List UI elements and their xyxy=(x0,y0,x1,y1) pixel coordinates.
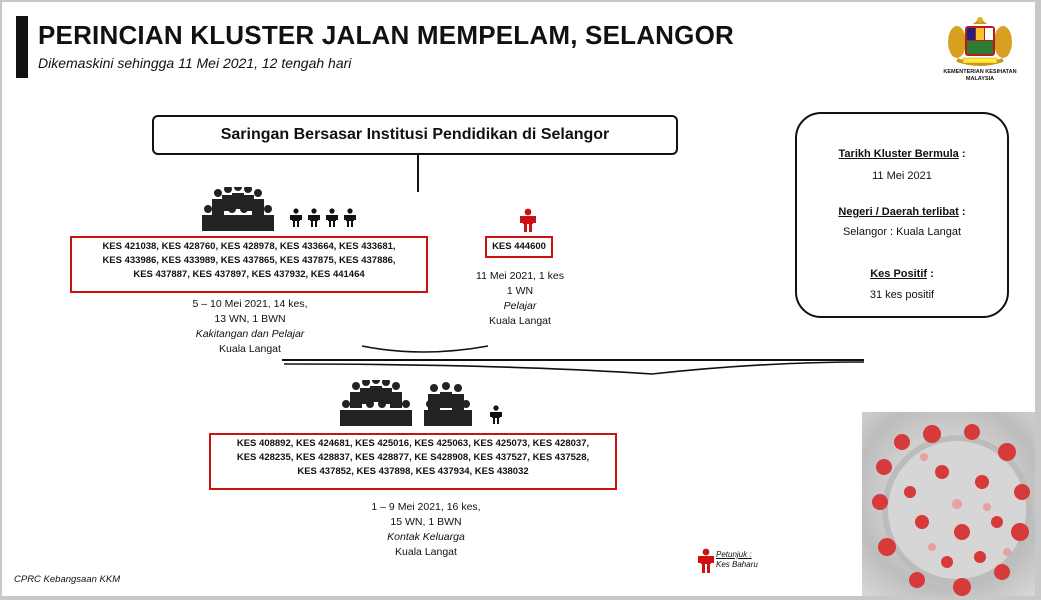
caption-group-a: 5 – 10 Mei 2021, 14 kes, 13 WN, 1 BWN Ka… xyxy=(150,297,350,357)
page-subtitle: Dikemaskini sehingga 11 Mei 2021, 12 ten… xyxy=(38,55,352,71)
virus-image xyxy=(862,412,1035,596)
page-title: PERINCIAN KLUSTER JALAN MEMPELAM, SELANG… xyxy=(38,20,734,50)
caption-category: Pelajar xyxy=(503,300,537,312)
info-positive-label: Kes Positif xyxy=(870,268,928,280)
case-list-group-c: KES 408892, KES 424681, KES 425016, KES … xyxy=(209,433,617,490)
case-list-group-a: KES 421038, KES 428760, KES 428978, KES … xyxy=(70,236,428,293)
red-person-icon xyxy=(698,548,714,573)
caption-nationality: 1 WN xyxy=(506,285,534,297)
case-line: KES 433986, KES 433989, KES 437865, KES … xyxy=(102,255,396,266)
info-state-row: Negeri / Daerah terlibat : xyxy=(797,206,1007,218)
caption-date: 1 – 9 Mei 2021, 16 kes, xyxy=(371,501,481,513)
caption-nationality: 15 WN, 1 BWN xyxy=(390,516,462,528)
crest-icon xyxy=(948,17,1012,66)
case-line: KES 444600 xyxy=(492,241,546,252)
case-line: KES 428235, KES 428837, KES 428877, KE S… xyxy=(236,452,590,463)
caption-district: Kuala Langat xyxy=(489,315,551,327)
logo-caption-line1: KEMENTERIAN KESIHATAN xyxy=(943,69,1017,75)
case-line: KES 437852, KES 437898, KES 437934, KES … xyxy=(297,466,529,477)
case-line: KES 437887, KES 437897, KES 437932, KES … xyxy=(133,269,365,280)
caption-district: Kuala Langat xyxy=(219,343,281,355)
caption-district: Kuala Langat xyxy=(395,546,457,558)
logo-caption-line2: MALAYSIA xyxy=(965,76,995,82)
info-colon: : xyxy=(961,148,966,160)
case-line: KES 421038, KES 428760, KES 428978, KES … xyxy=(102,241,396,252)
info-positive-value: 31 kes positif xyxy=(869,289,935,301)
case-line: KES 408892, KES 424681, KES 425016, KES … xyxy=(236,438,590,449)
legend-label: Kes Baharu xyxy=(716,560,758,569)
caption-group-c: 1 – 9 Mei 2021, 16 kes, 15 WN, 1 BWN Kon… xyxy=(326,500,526,560)
caption-category: Kakitangan dan Pelajar xyxy=(195,328,305,340)
info-start-row: Tarikh Kluster Bermula : xyxy=(797,148,1007,160)
info-start-label: Tarikh Kluster Bermula xyxy=(838,148,959,160)
case-list-group-b: KES 444600 xyxy=(485,236,553,258)
crowd-icon-group-a xyxy=(202,187,356,231)
caption-date: 5 – 10 Mei 2021, 14 kes, xyxy=(192,298,308,310)
info-colon: : xyxy=(930,268,934,280)
legend: Petunjuk : Kes Baharu xyxy=(698,547,758,580)
legend-title: Petunjuk : xyxy=(716,550,752,559)
info-state-value: Selangor : Kuala Langat xyxy=(842,226,962,238)
info-state-label: Negeri / Daerah terlibat xyxy=(838,206,959,218)
legend-text: Petunjuk : Kes Baharu xyxy=(716,550,758,570)
red-person-icon xyxy=(520,208,536,232)
info-colon: : xyxy=(961,206,966,218)
info-positive-row: Kes Positif : xyxy=(797,268,1007,280)
caption-category: Kontak Keluarga xyxy=(387,531,465,543)
caption-date: 11 Mei 2021, 1 kes xyxy=(476,270,564,282)
ministry-crest-logo: KEMENTERIAN KESIHATAN MALAYSIA xyxy=(930,14,1030,86)
virus-icon xyxy=(872,424,1032,596)
caption-nationality: 13 WN, 1 BWN xyxy=(214,313,286,325)
cluster-info-box: Tarikh Kluster Bermula : 11 Mei 2021 Neg… xyxy=(795,112,1009,318)
footer-source: CPRC Kebangsaan KKM xyxy=(14,574,121,585)
crowd-icon-group-c xyxy=(340,380,502,426)
title-accent-bar xyxy=(16,16,28,78)
caption-group-b: 11 Mei 2021, 1 kes 1 WN Pelajar Kuala La… xyxy=(460,269,580,329)
source-box: Saringan Bersasar Institusi Pendidikan d… xyxy=(152,115,678,155)
info-start-value: 11 Mei 2021 xyxy=(872,170,932,182)
